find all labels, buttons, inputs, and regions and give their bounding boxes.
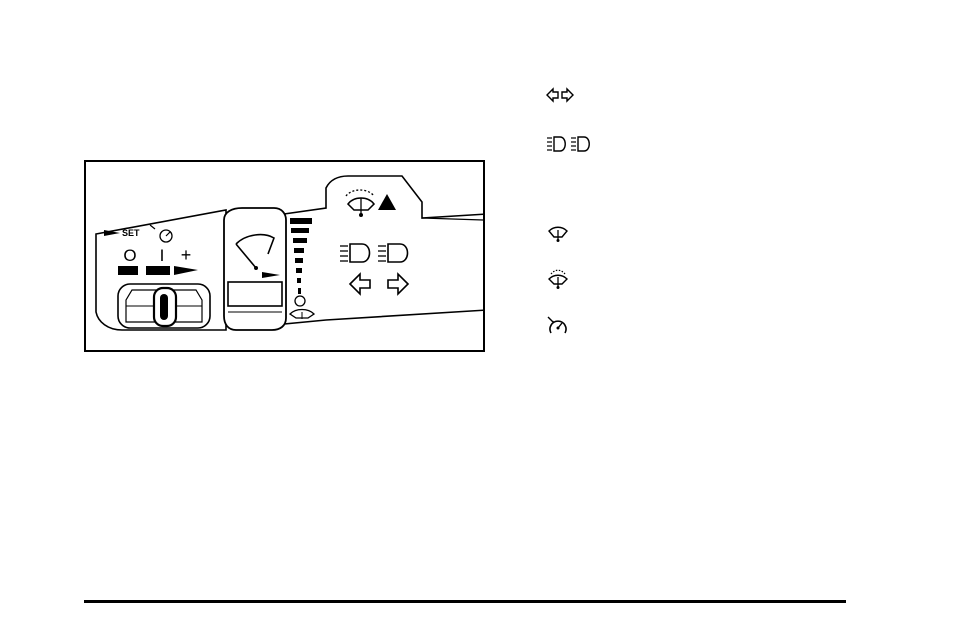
cruise-thumb-switch[interactable] — [118, 284, 210, 328]
position-block-off — [118, 266, 138, 275]
multifunction-lever-illustration: SET O I + — [84, 160, 485, 352]
windshield-wiper-icon — [547, 225, 569, 243]
cruise-on-label: I — [160, 246, 165, 265]
wiper-off-indicator — [295, 296, 305, 306]
position-block-on — [146, 266, 170, 275]
wiper-control-band[interactable] — [224, 208, 286, 330]
cruise-control-icon — [546, 314, 570, 338]
lever-right-body — [284, 176, 485, 324]
headlamp-high-beam-icon — [546, 135, 594, 153]
windshield-washer-icon — [547, 268, 569, 290]
cruise-off-label: O — [123, 246, 136, 265]
page-bottom-rule — [84, 600, 846, 603]
turn-signal-arrows-icon — [546, 87, 576, 103]
cruise-plus-label: + — [181, 245, 192, 265]
set-label: SET — [122, 228, 140, 238]
